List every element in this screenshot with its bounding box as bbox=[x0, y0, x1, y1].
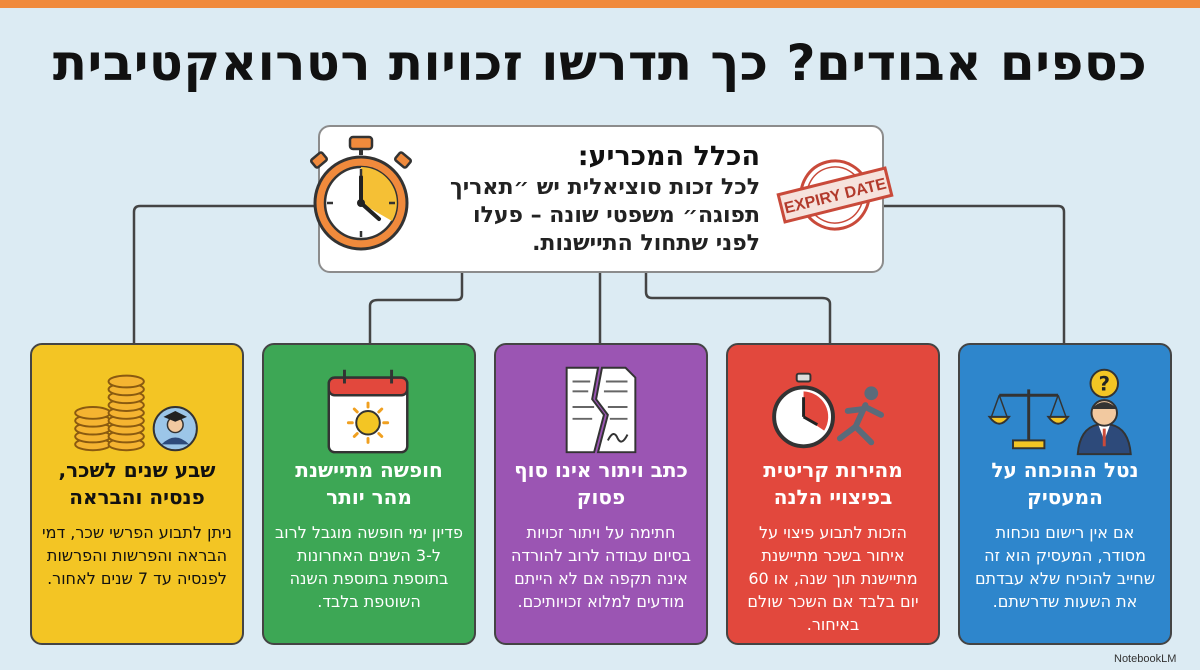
connector-right bbox=[884, 204, 1066, 343]
scales-icon bbox=[987, 389, 1070, 450]
coins-icon bbox=[74, 374, 145, 452]
question-icon: ? bbox=[1089, 368, 1119, 399]
runner-icon bbox=[836, 386, 885, 446]
card-late-wages: מהירות קריטית בפיצויי הלנה הזכות לתבוע פ… bbox=[726, 343, 940, 645]
card-body: אם אין רישום נוכחות מסודר, המעסיק הוא זה… bbox=[974, 523, 1156, 611]
expiry-stamp-icon: EXPIRY DATE bbox=[776, 159, 894, 231]
svg-text:?: ? bbox=[1099, 372, 1110, 395]
card-title: מהירות קריטית בפיצויי הלנה bbox=[763, 458, 903, 509]
page-title: כספים אבודים? כך תדרשו זכויות רטרואקטיבי… bbox=[52, 34, 1148, 92]
card-body: הזכות לתבוע פיצוי על איחור בשכר מתיישנת … bbox=[747, 523, 919, 634]
stopwatch-icon bbox=[309, 135, 413, 251]
card-body: פדיון ימי חופשה מוגבל לרוב ל-3 השנים האח… bbox=[275, 523, 463, 611]
card-title: נטל ההוכחה על המעסיק bbox=[991, 458, 1139, 509]
rule-text: לכל זכות סוציאלית יש ״תאריך תפוגה״ משפטי… bbox=[450, 175, 760, 256]
card-waiver: כתב ויתור אינו סוף פסוק חתימה על ויתור ז… bbox=[494, 343, 708, 645]
graduate-icon bbox=[152, 406, 198, 452]
card-title: כתב ויתור אינו סוף פסוק bbox=[514, 458, 688, 509]
top-accent-stripe bbox=[0, 0, 1200, 8]
card-seven-years: שבע שנים לשכר, פנסיה והבראה ניתן לתבוע ה… bbox=[30, 343, 244, 645]
employer-icon bbox=[1076, 399, 1132, 456]
card-body: חתימה על ויתור זכויות בסיום עבודה לרוב ל… bbox=[510, 523, 692, 611]
connector-mid-left bbox=[368, 273, 464, 343]
brand-watermark: NotebookLM bbox=[1114, 653, 1177, 665]
card-body: ניתן לתבוע הפרשי שכר, דמי הבראה והפרשות … bbox=[42, 523, 232, 588]
card-burden-of-proof: ? נטל ההוכחה על המעסיק אם אין רישום נוכח… bbox=[958, 343, 1172, 645]
connector-mid-right bbox=[644, 273, 832, 343]
torn-document-icon bbox=[565, 366, 637, 454]
calendar-sun-icon bbox=[327, 369, 409, 454]
card-title: חופשה מתיישנת מהר יותר bbox=[295, 458, 443, 509]
stopwatch-icon bbox=[772, 372, 835, 449]
connector-left bbox=[132, 204, 318, 343]
card-title: שבע שנים לשכר, פנסיה והבראה bbox=[58, 458, 216, 509]
rule-heading: הכלל המכריע: bbox=[577, 141, 760, 172]
rule-box: הכלל המכריע: לכל זכות סוציאלית יש ״תאריך… bbox=[309, 125, 894, 273]
card-vacation: חופשה מתיישנת מהר יותר פדיון ימי חופשה מ… bbox=[262, 343, 476, 645]
